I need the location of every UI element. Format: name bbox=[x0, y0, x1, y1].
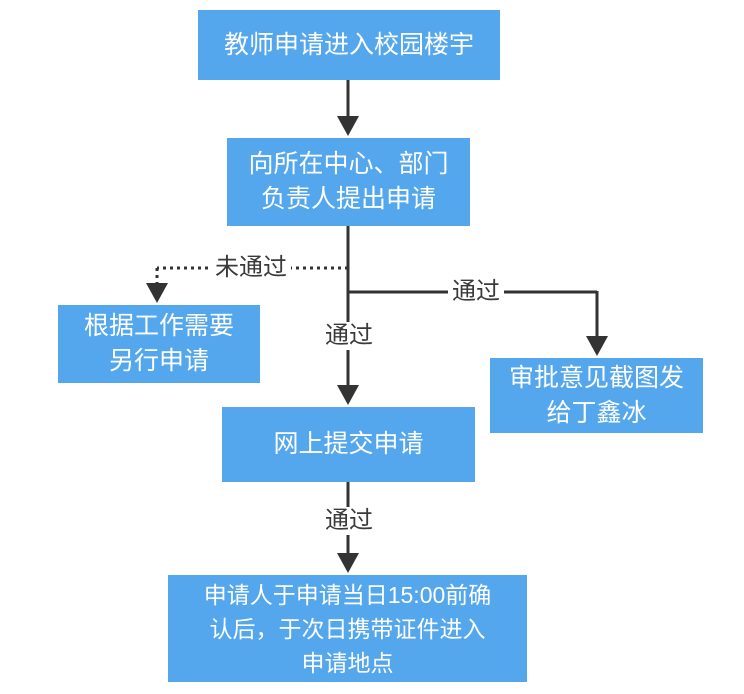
arrowhead-down-icon bbox=[337, 553, 359, 573]
edge-label-passed-right: 通过 bbox=[448, 278, 504, 306]
edge-label-passed-bottom: 通过 bbox=[321, 507, 377, 535]
arrowhead-down-icon bbox=[586, 336, 608, 356]
flow-node-confirm-entry: 申请人于申请当日15:00前确 认后，于次日携带证件进入 申请地点 bbox=[168, 575, 527, 682]
flow-node-send-screenshot: 审批意见截图发 给丁鑫冰 bbox=[490, 358, 703, 433]
edge-label-passed-middle: 通过 bbox=[321, 322, 377, 350]
arrowhead-down-icon bbox=[146, 283, 168, 303]
flow-node-online-submit: 网上提交申请 bbox=[222, 407, 475, 482]
arrowhead-down-icon bbox=[337, 116, 359, 136]
edge-label-not-passed: 未通过 bbox=[211, 254, 291, 282]
arrowhead-down-icon bbox=[337, 385, 359, 405]
flow-node-reapply: 根据工作需要 另行申请 bbox=[58, 305, 260, 383]
flow-node-dept-approval: 向所在中心、部门 负责人提出申请 bbox=[227, 138, 470, 226]
flow-node-start: 教师申请进入校园楼宇 bbox=[198, 10, 500, 80]
